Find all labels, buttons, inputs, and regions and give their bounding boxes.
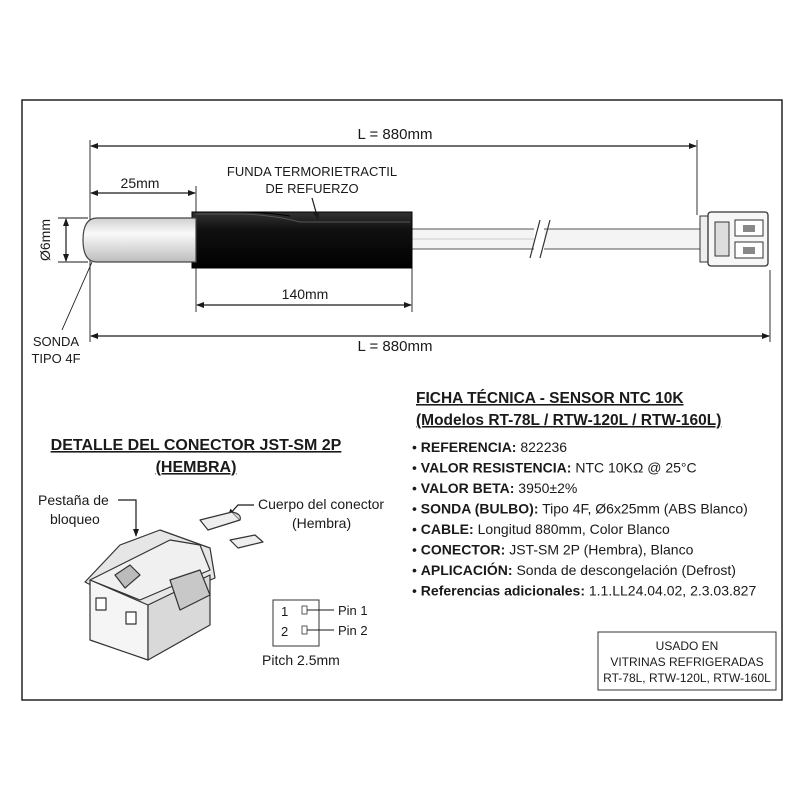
latch-label-line2: bloqueo	[50, 511, 100, 527]
spec-item-key: SONDA (BULBO):	[421, 501, 539, 517]
probe-leader-line	[61, 261, 93, 331]
sleeve-leader-arrow	[311, 197, 319, 220]
pin-1: 1 Pin 1	[281, 603, 368, 619]
cable-break-mark	[529, 219, 551, 259]
bullet-icon: •	[412, 460, 421, 476]
bullet-icon: •	[412, 542, 421, 558]
probe-label-line2: TIPO 4F	[31, 351, 80, 366]
bullet-icon: •	[412, 439, 421, 455]
body-label-line1: Cuerpo del conector	[258, 496, 384, 512]
svg-text:Pin 1: Pin 1	[338, 603, 368, 618]
sleeve-label-line1: FUNDA TERMORIETRACTIL	[227, 164, 397, 179]
spec-item: • CONECTOR: JST-SM 2P (Hembra), Blanco	[412, 542, 694, 558]
spec-item: • VALOR BETA: 3950±2%	[412, 480, 577, 496]
total-length-label-bottom: L = 880mm	[358, 338, 433, 355]
spec-item-key: Referencias adicionales:	[421, 583, 585, 599]
spec-item-key: VALOR BETA:	[421, 480, 515, 496]
spec-item: • Referencias adicionales: 1.1.LL24.04.0…	[412, 583, 756, 599]
bullet-icon: •	[412, 501, 421, 517]
svg-text:Pin 2: Pin 2	[338, 623, 368, 638]
sleeve-length-label: 140mm	[282, 286, 329, 302]
spec-item-key: VALOR RESISTENCIA:	[421, 460, 572, 476]
spec-item: • REFERENCIA: 822236	[412, 439, 567, 455]
spec-item-key: APLICACIÓN:	[421, 561, 513, 578]
bullet-icon: •	[412, 562, 421, 578]
latch-leader-arrow	[118, 499, 139, 537]
spec-item-value: NTC 10KΩ @ 25°C	[571, 460, 696, 476]
probe-bulb	[82, 217, 197, 263]
heat-shrink-sleeve	[191, 211, 413, 269]
spec-item-value: 3950±2%	[514, 480, 577, 496]
spec-item-value: Tipo 4F, Ø6x25mm (ABS Blanco)	[538, 501, 747, 517]
connector-detail: DETALLE DEL CONECTOR JST-SM 2P (HEMBRA) …	[38, 437, 384, 668]
connector-title-line2: (HEMBRA)	[156, 459, 237, 476]
usage-line2: VITRINAS REFRIGERADAS	[610, 655, 763, 669]
bullet-icon: •	[412, 521, 421, 537]
latch-label-line1: Pestaña de	[38, 492, 109, 508]
usage-line3: RT-78L, RTW-120L, RTW-160L	[603, 671, 771, 685]
sleeve-label-line2: DE REFUERZO	[265, 181, 358, 196]
connector-illustration	[84, 511, 264, 661]
spec-item: • VALOR RESISTENCIA: NTC 10KΩ @ 25°C	[412, 460, 697, 476]
probe-diameter-label: Ø6mm	[37, 219, 53, 261]
pin-2: 2 Pin 2	[281, 623, 368, 639]
body-label-line2: (Hembra)	[292, 515, 351, 531]
bullet-icon: •	[412, 583, 421, 599]
probe-label-line1: SONDA	[33, 334, 80, 349]
cable-connector	[699, 211, 769, 267]
spec-sheet: FICHA TÉCNICA - SENSOR NTC 10K (Modelos …	[412, 390, 756, 599]
spec-item-key: CABLE:	[421, 521, 474, 537]
frame-border	[21, 99, 783, 701]
probe-length-label: 25mm	[121, 175, 160, 191]
spec-item: • CABLE: Longitud 880mm, Color Blanco	[412, 521, 670, 537]
spec-item: • SONDA (BULBO): Tipo 4F, Ø6x25mm (ABS B…	[412, 501, 748, 517]
total-length-label-top: L = 880mm	[358, 126, 433, 143]
spec-item-key: CONECTOR:	[421, 542, 506, 558]
usage-box: USADO EN VITRINAS REFRIGERADAS RT-78L, R…	[597, 631, 777, 691]
spec-item-value: Longitud 880mm, Color Blanco	[474, 521, 670, 537]
usage-line1: USADO EN	[656, 639, 719, 653]
spec-item-value: JST-SM 2P (Hembra), Blanco	[505, 542, 693, 558]
spec-item: • APLICACIÓN: Sonda de descongelación (D…	[412, 561, 736, 578]
connector-title-line1: DETALLE DEL CONECTOR JST-SM 2P	[51, 437, 342, 454]
pitch-label: Pitch 2.5mm	[262, 652, 340, 668]
spec-title-line1: FICHA TÉCNICA - SENSOR NTC 10K	[416, 390, 684, 407]
spec-item-key: REFERENCIA:	[421, 439, 517, 455]
svg-text:1: 1	[281, 604, 288, 619]
svg-text:2: 2	[281, 624, 288, 639]
spec-title-line2: (Modelos RT-78L / RTW-120L / RTW-160L)	[416, 412, 721, 429]
cable-drawing: L = 880mm 25mm Ø6mm 140mm L = 880mm	[31, 126, 771, 366]
pinout-box	[272, 599, 320, 647]
spec-item-value: 1.1.LL24.04.02, 2.3.03.827	[585, 583, 756, 599]
spec-item-value: 822236	[516, 439, 567, 455]
bullet-icon: •	[412, 480, 421, 496]
spec-item-value: Sonda de descongelación (Defrost)	[513, 562, 736, 578]
